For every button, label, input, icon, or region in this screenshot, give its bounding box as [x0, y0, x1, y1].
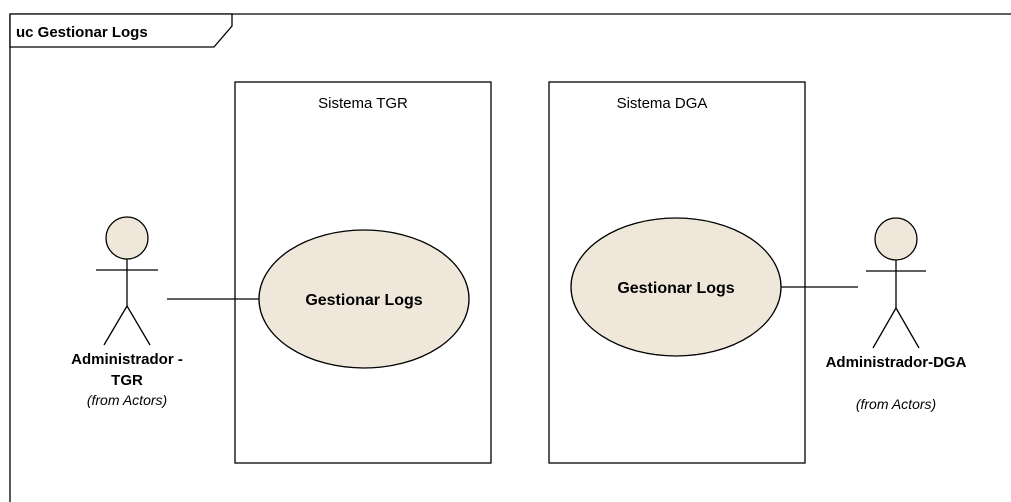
use-case-dga-label: Gestionar Logs	[617, 280, 734, 297]
frame-title-tab	[9, 13, 233, 48]
actor-tgr-right-leg	[126, 305, 151, 346]
system-boundary-dga-label: Sistema DGA	[617, 95, 708, 112]
system-boundary-tgr-label: Sistema TGR	[318, 95, 408, 112]
actor-dga-from-label: (from Actors)	[856, 396, 936, 412]
actor-administrador-dga: Administrador-DGA (from Actors)	[826, 217, 967, 412]
system-boundary-tgr: Sistema TGR	[234, 81, 492, 464]
system-boundary-dga: Sistema DGA	[548, 81, 806, 464]
actor-tgr-head-icon	[105, 216, 149, 260]
actor-tgr-name-line2: TGR	[111, 372, 143, 389]
actor-dga-left-leg	[872, 307, 897, 349]
actor-administrador-tgr: Administrador - TGR (from Actors)	[71, 216, 183, 408]
actor-dga-right-leg	[895, 307, 920, 349]
actor-tgr-left-leg	[103, 305, 128, 346]
system-boundary-dga-box	[548, 81, 806, 464]
system-boundary-tgr-box	[234, 81, 492, 464]
actor-tgr-name-line1: Administrador -	[71, 351, 183, 368]
actor-dga-head-icon	[874, 217, 918, 261]
use-case-tgr-label: Gestionar Logs	[305, 292, 422, 309]
frame-title: uc Gestionar Logs	[16, 24, 148, 41]
diagram-frame: uc Gestionar Logs	[9, 13, 1011, 502]
actor-dga-name: Administrador-DGA	[826, 354, 967, 371]
use-case-gestionar-logs-tgr: Gestionar Logs	[258, 229, 470, 369]
use-case-gestionar-logs-dga: Gestionar Logs	[570, 217, 782, 357]
actor-tgr-from-label: (from Actors)	[87, 392, 167, 408]
